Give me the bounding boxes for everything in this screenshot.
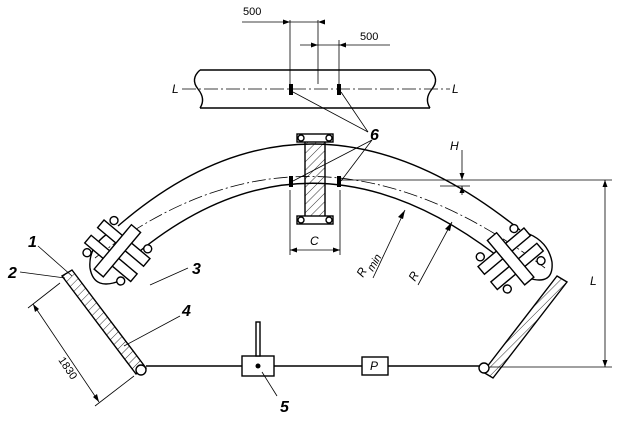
leaders-6	[292, 91, 373, 182]
pipe-label-left: L	[172, 82, 179, 96]
callout-2: 2	[7, 265, 17, 282]
dim-1830: 1830	[56, 355, 80, 382]
left-support-beam	[60, 269, 148, 376]
straight-pipe	[182, 69, 450, 109]
callout-3: 3	[192, 261, 201, 278]
box-label-p: P	[370, 359, 378, 373]
dimension-h	[340, 150, 470, 195]
dim-c: C	[310, 234, 319, 248]
callout-6: 6	[370, 127, 379, 144]
radius-rmin-sub: min	[365, 252, 384, 273]
center-clamp	[289, 133, 341, 225]
dimension-1830	[27, 282, 135, 407]
dimension-l	[470, 179, 612, 368]
callout-4: 4	[181, 303, 191, 320]
left-flange-assembly	[82, 215, 153, 286]
dim-l: L	[590, 274, 597, 288]
radius-leaders	[372, 209, 453, 286]
dimension-500	[242, 19, 390, 84]
dim-500-right: 500	[360, 31, 378, 43]
callout-5: 5	[280, 399, 290, 416]
dimension-c	[289, 190, 341, 255]
dim-500-top: 500	[243, 6, 261, 18]
callout-leaders	[19, 245, 278, 397]
pipe-label-right: L	[452, 82, 459, 96]
gauge-marks-straight	[289, 84, 341, 95]
tension-cable	[146, 321, 480, 377]
dim-h: H	[450, 139, 459, 153]
right-support-beam	[478, 275, 569, 379]
callout-1: 1	[28, 234, 37, 251]
right-flange-assembly	[475, 223, 546, 294]
